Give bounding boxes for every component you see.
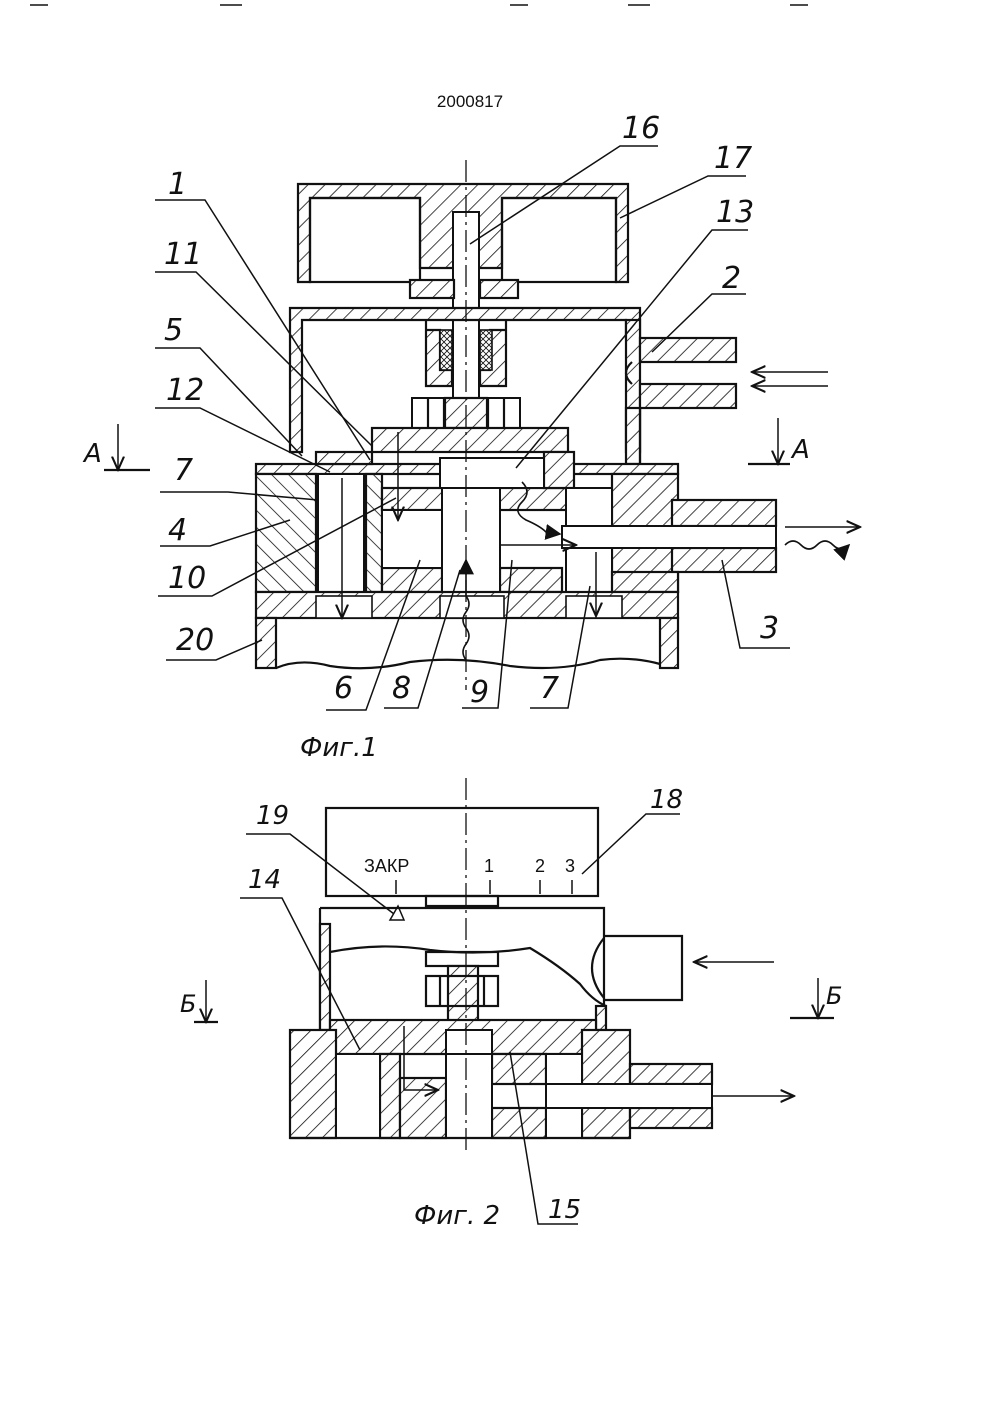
valve-body <box>256 428 678 592</box>
callout-17: 17 <box>714 141 752 176</box>
section-mark-a-left: А <box>82 424 150 470</box>
inlet-pipe-2 <box>626 338 736 464</box>
callout-16: 16 <box>622 111 660 146</box>
callout-8: 8 <box>392 671 411 706</box>
scale-zakr: ЗАКР <box>364 856 409 876</box>
callout-1: 1 <box>168 167 187 202</box>
callout-14: 14 <box>248 865 281 895</box>
callout-6: 6 <box>334 671 353 706</box>
figure-1-caption: Фиг.1 <box>300 733 378 763</box>
svg-text:Б: Б <box>180 990 196 1018</box>
scale-1: 1 <box>484 856 494 876</box>
svg-text:А: А <box>82 439 102 469</box>
callout-15: 15 <box>548 1195 581 1225</box>
dial-scale-18: ЗАКР 1 2 3 <box>326 808 598 906</box>
section-mark-b-right: Б <box>790 978 842 1018</box>
scale-3: 3 <box>565 856 575 876</box>
callout-5: 5 <box>164 313 183 348</box>
callout-13: 13 <box>716 195 754 230</box>
section-mark-a-right: А <box>748 418 810 465</box>
callout-3: 3 <box>760 611 779 646</box>
callout-7b: 7 <box>540 671 559 706</box>
stem-nut-fig2 <box>426 952 498 1022</box>
callout-4: 4 <box>168 513 187 548</box>
svg-text:А: А <box>790 435 810 465</box>
callout-10: 10 <box>168 561 206 596</box>
scale-2: 2 <box>535 856 545 876</box>
callout-7a: 7 <box>174 453 193 488</box>
callout-2: 2 <box>722 261 741 296</box>
callout-12: 12 <box>166 373 204 408</box>
callout-18: 18 <box>650 785 683 815</box>
callout-20: 20 <box>176 623 214 658</box>
callout-9: 9 <box>470 675 489 710</box>
figure-2: ЗАКР 1 2 3 <box>180 778 842 1231</box>
svg-text:Б: Б <box>826 982 842 1010</box>
housing-fig2 <box>320 906 682 1030</box>
callout-19: 19 <box>256 801 289 831</box>
callout-11: 11 <box>164 237 202 272</box>
figure-2-caption: Фиг. 2 <box>414 1201 500 1231</box>
section-mark-b-left: Б <box>180 980 218 1022</box>
patent-number: 2000817 <box>437 92 503 111</box>
figure-1: А А 1 2 3 4 5 6 7 7 8 <box>82 111 860 763</box>
